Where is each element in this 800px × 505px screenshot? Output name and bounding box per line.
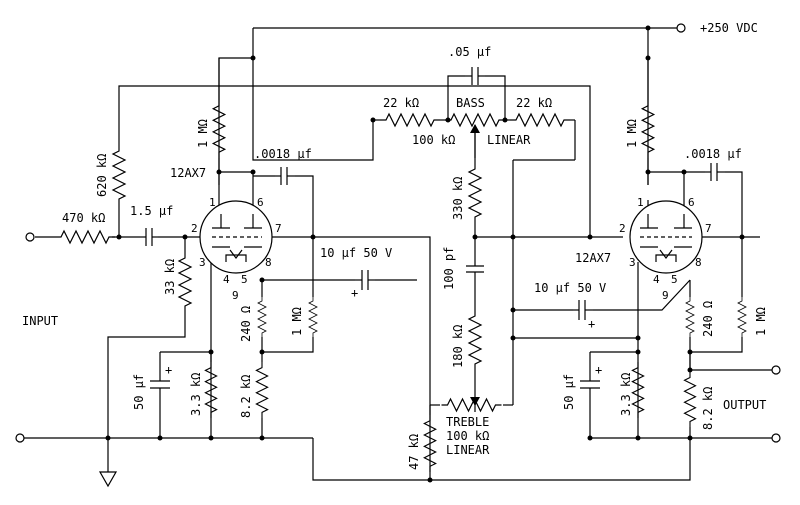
svg-text:5: 5 — [671, 273, 678, 286]
svg-text:6: 6 — [688, 196, 695, 209]
svg-text:2: 2 — [619, 222, 626, 235]
cap-50u-v1 — [150, 380, 170, 389]
input-ground-terminal — [15, 433, 25, 443]
label-treble-value: 100 kΩ — [446, 429, 489, 443]
resistor-180k — [468, 309, 482, 371]
label-50u-v1: 50 µf — [132, 374, 146, 410]
plus-10u-v1: + — [351, 286, 358, 300]
label-10u-v1: 10 µf 50 V — [320, 246, 392, 260]
input-terminal — [25, 232, 35, 242]
capacitors — [140, 67, 725, 395]
label-100p: 100 pf — [442, 247, 456, 290]
ground-icon — [98, 471, 118, 488]
resistor-240-v1 — [257, 296, 267, 338]
label-treble: TREBLE — [446, 415, 489, 429]
supply-label: +250 VDC — [700, 21, 758, 35]
svg-text:3: 3 — [199, 256, 206, 269]
resistor-470k — [54, 230, 116, 244]
label-3k3-v2: 3.3 kΩ — [619, 373, 633, 416]
tube-v2-label: 12AX7 — [575, 251, 611, 265]
cap-10u-v1 — [361, 270, 369, 290]
tube-v1 — [199, 200, 273, 274]
resistor-8k2-v2 — [683, 371, 697, 428]
plus-50u-v2: + — [595, 363, 602, 377]
label-1m-grid-v2: 1 MΩ — [754, 307, 768, 336]
junction-dots — [105, 25, 745, 483]
tube-v1-label: 12AX7 — [170, 166, 206, 180]
label-22k-left: 22 kΩ — [383, 96, 419, 110]
resistor-240-v2 — [685, 296, 695, 338]
cap-0018-v1 — [280, 167, 288, 185]
cap-05u — [471, 67, 479, 85]
label-22k-right: 22 kΩ — [516, 96, 552, 110]
resistor-grid-1m-v2 — [737, 296, 747, 338]
label-3k3-v1: 3.3 kΩ — [189, 373, 203, 416]
label-33k: 33 kΩ — [163, 259, 177, 295]
cap-50u-v2 — [580, 380, 600, 389]
label-0018-v1: .0018 µf — [254, 147, 312, 161]
label-240-v2: 240 Ω — [701, 301, 715, 337]
label-8k2-v1: 8.2 kΩ — [239, 375, 253, 418]
output-ground-terminal — [771, 433, 781, 443]
svg-text:9: 9 — [662, 289, 669, 302]
cap-0018-v2 — [710, 163, 718, 181]
resistor-33k — [178, 251, 192, 313]
label-bass-value: 100 kΩ — [412, 133, 455, 147]
label-47k: 47 kΩ — [407, 434, 421, 470]
svg-text:3: 3 — [629, 256, 636, 269]
label-8k2-v2: 8.2 kΩ — [701, 387, 715, 430]
resistor-330k — [468, 162, 482, 224]
resistor-8k2-v1 — [255, 361, 269, 419]
label-470k: 470 kΩ — [62, 211, 105, 225]
label-treble-taper: LINEAR — [446, 443, 490, 457]
resistor-620k — [112, 144, 126, 206]
pot-treble — [440, 398, 503, 412]
output-terminal — [771, 365, 781, 375]
label-1u5: 1.5 µf — [130, 204, 173, 218]
resistor-grid-1m-v1 — [308, 296, 318, 338]
cap-1u5 — [145, 228, 153, 246]
supply-terminal — [676, 23, 686, 33]
cap-10u-v2 — [578, 300, 586, 320]
svg-text:7: 7 — [705, 222, 712, 235]
resistor-22k-right — [509, 113, 571, 127]
svg-text:5: 5 — [241, 273, 248, 286]
resistor-22k-left — [379, 113, 441, 127]
svg-text:1: 1 — [209, 196, 216, 209]
plus-50u-v1: + — [165, 363, 172, 377]
plus-10u-v2: + — [588, 317, 595, 331]
label-05u: .05 µf — [448, 45, 491, 59]
resistors — [54, 99, 747, 473]
label-0018-v2: .0018 µf — [684, 147, 742, 161]
svg-text:1: 1 — [637, 196, 644, 209]
label-50u-v2: 50 µf — [562, 374, 576, 410]
svg-text:9: 9 — [232, 289, 239, 302]
svg-text:8: 8 — [265, 256, 272, 269]
cap-100p — [466, 265, 484, 273]
labels: +250 VDC INPUT OUTPUT 12AX7 12AX7 1 6 2 … — [22, 21, 768, 470]
pot-wipers — [470, 124, 480, 412]
svg-text:7: 7 — [275, 222, 282, 235]
svg-text:4: 4 — [223, 273, 230, 286]
output-label: OUTPUT — [723, 398, 766, 412]
label-1m-v1: 1 MΩ — [196, 119, 210, 148]
label-180k: 180 kΩ — [451, 325, 465, 368]
input-label: INPUT — [22, 314, 58, 328]
label-10u-v2: 10 µf 50 V — [534, 281, 606, 295]
tube-v2 — [629, 200, 703, 274]
svg-text:4: 4 — [653, 273, 660, 286]
label-620k: 620 kΩ — [95, 154, 109, 197]
svg-text:2: 2 — [191, 222, 198, 235]
svg-text:6: 6 — [257, 196, 264, 209]
label-1m-grid-v1: 1 MΩ — [290, 307, 304, 336]
label-240-v1: 240 Ω — [239, 306, 253, 342]
terminals — [15, 23, 781, 488]
label-bass-taper: LINEAR — [487, 133, 531, 147]
label-330k: 330 kΩ — [451, 177, 465, 220]
label-bass: BASS — [456, 96, 485, 110]
svg-text:8: 8 — [695, 256, 702, 269]
label-1m-v2: 1 MΩ — [625, 119, 639, 148]
